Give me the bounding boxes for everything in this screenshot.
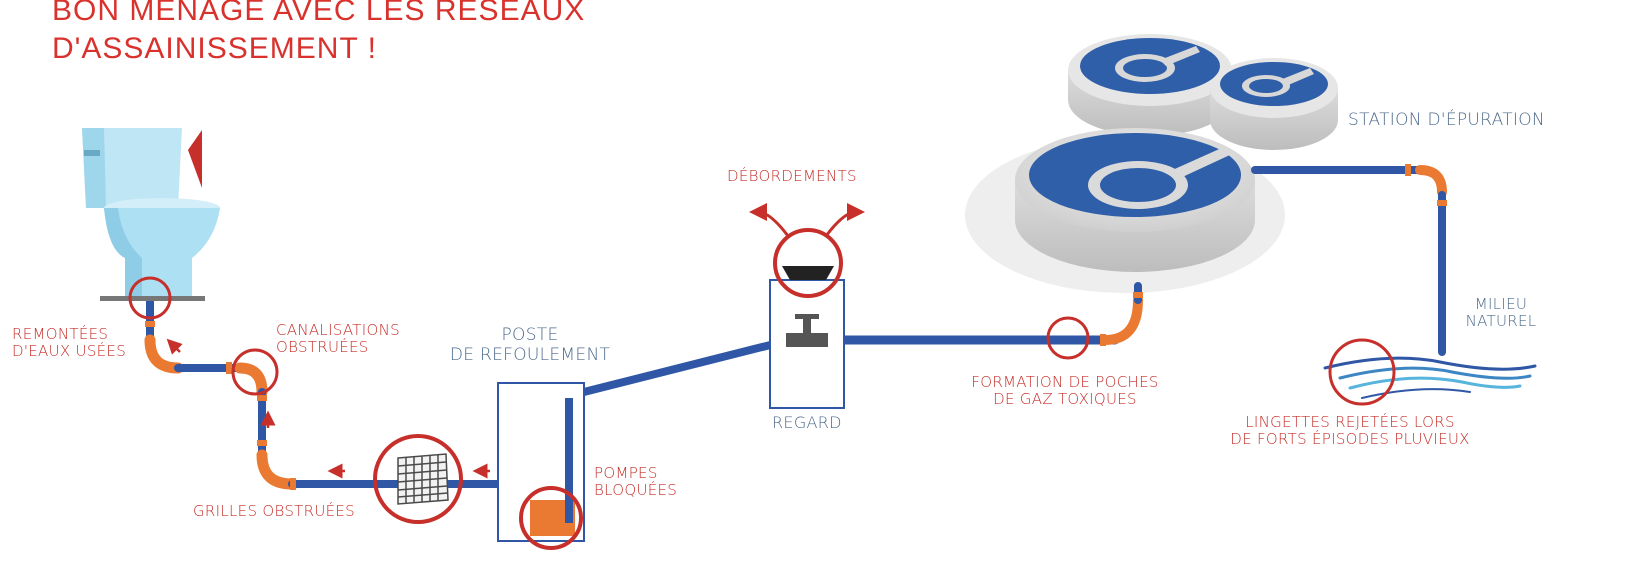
label-milieu: MILIEU NATUREL [1446,295,1556,331]
label-line: NATUREL [1465,312,1537,331]
label-poste: POSTE DE REFOULEMENT [440,325,620,365]
alert-circle-remontees [128,276,172,320]
arrow-icon [166,338,183,355]
arrow-icon [749,203,790,237]
label-line: GRILLES OBSTRUÉES [193,502,355,520]
label-line: MILIEU [1474,295,1528,313]
manhole [769,266,845,409]
alert-circles [128,228,1396,550]
arrow-icon [824,203,865,237]
pumping-station [497,382,585,542]
waves-icon [1323,356,1537,399]
treatment-tank-icon [1068,34,1232,136]
label-line: D'EAUX USÉES [12,342,127,361]
grate-icon [397,453,449,505]
label-line: REGARD [772,413,842,432]
label-lingettes: LINGETTES REJETÉES LORS DE FORTS ÉPISODE… [1215,413,1485,449]
label-line: DE GAZ TOXIQUES [993,390,1137,409]
alert-circle-lingettes [1328,338,1396,406]
label-line: REMONTÉES [12,325,109,343]
label-line: BLOQUÉES [594,481,678,500]
alert-circle-debordements [773,228,843,298]
alert-circle-gaz [1046,316,1090,360]
title-line-1: BON MÉNAGE AVEC LES RÉSEAUX [52,0,586,27]
label-gaz: FORMATION DE POCHES DE GAZ TOXIQUES [950,373,1180,409]
label-line: LINGETTES REJETÉES LORS [1245,413,1455,431]
label-line: CANALISATIONS [276,321,400,339]
label-remontees: REMONTÉES D'EAUX USÉES [12,325,127,361]
alert-circle-grilles [373,434,463,524]
treatment-tank-icon [1015,128,1255,272]
label-line: DE FORTS ÉPISODES PLUVIEUX [1230,430,1470,449]
label-line: STATION D'ÉPURATION [1348,110,1545,130]
alert-circle-canalisations [231,348,279,396]
label-station: STATION D'ÉPURATION [1348,110,1545,131]
label-line: DÉBORDEMENTS [727,167,857,185]
title-line-2: D'ASSAINISSEMENT ! [52,32,377,65]
toilet-icon [82,128,220,301]
label-line: POMPES [594,464,658,482]
page-title: BON MÉNAGE AVEC LES RÉSEAUX D'ASSAINISSE… [52,0,585,68]
label-grilles: GRILLES OBSTRUÉES [193,502,355,520]
label-line: OBSTRUÉES [276,338,369,357]
alert-circle-pompes [519,486,583,550]
flow-arrows [166,203,865,479]
label-pompes: POMPES BLOQUÉES [594,464,678,500]
manhole-cover-icon [782,266,834,280]
treatment-station [965,34,1338,293]
valve-icon [786,314,828,347]
pipe-joints [145,164,1447,490]
label-canalisations: CANALISATIONS OBSTRUÉES [276,321,400,357]
label-line: FORMATION DE POCHES [971,373,1159,391]
label-line: DE REFOULEMENT [449,344,611,365]
label-line: POSTE [501,325,559,345]
treatment-tank-icon [1210,58,1338,150]
label-debordements: DÉBORDEMENTS [727,167,857,185]
label-regard: REGARD [772,413,842,432]
